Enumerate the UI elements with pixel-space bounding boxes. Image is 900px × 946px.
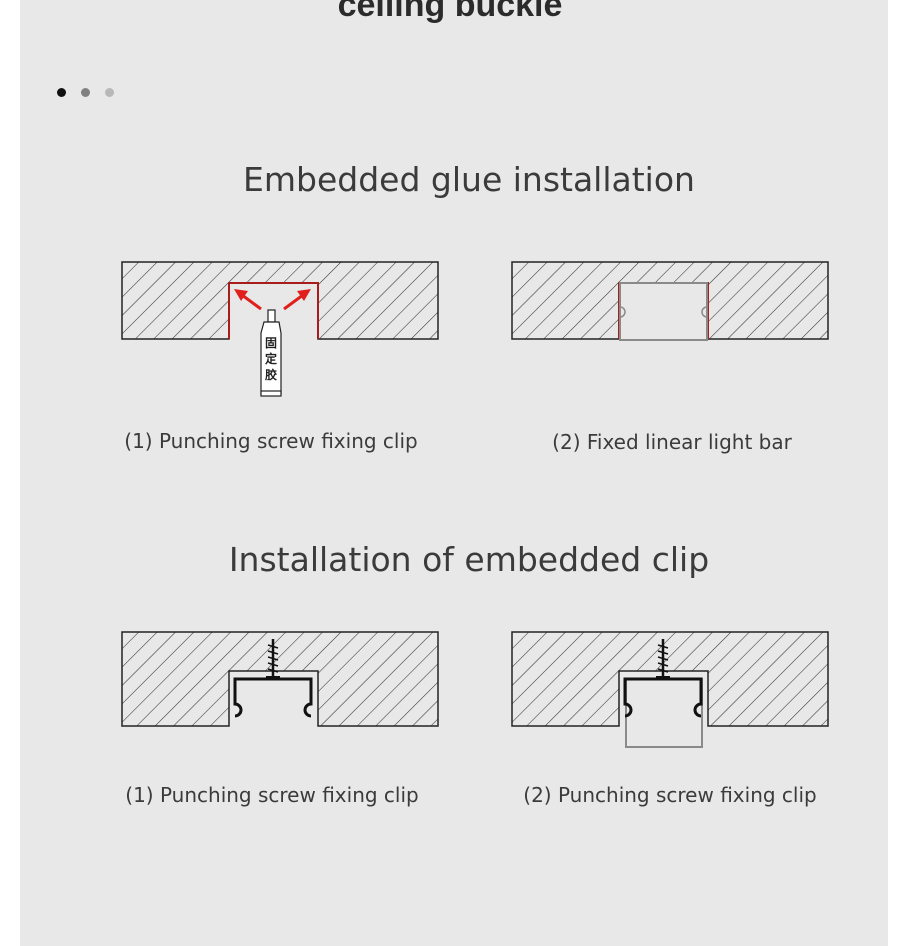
caption-clip-step-2: (2) Punching screw fixing clip xyxy=(523,783,817,807)
glue-tube-icon: 固 定 胶 xyxy=(260,309,282,397)
diagram-clip-step-1 xyxy=(121,631,439,727)
fixing-clip xyxy=(233,677,313,718)
linear-light-bar xyxy=(619,282,708,341)
carousel-dot-1[interactable] xyxy=(57,88,66,97)
carousel-indicators xyxy=(57,88,114,97)
caption-glue-step-2: (2) Fixed linear light bar xyxy=(552,430,792,454)
carousel-dot-3[interactable] xyxy=(105,88,114,97)
caption-glue-step-1: (1) Punching screw fixing clip xyxy=(124,429,418,453)
glue-label-char-2: 定 xyxy=(265,351,277,366)
groove-glue-outline xyxy=(228,282,319,339)
glue-arrow-left xyxy=(234,289,262,311)
page-title: ceiling buckle xyxy=(337,0,563,24)
caption-clip-step-1: (1) Punching screw fixing clip xyxy=(125,783,419,807)
glue-label-char-3: 胶 xyxy=(265,367,277,382)
carousel-dot-2[interactable] xyxy=(81,88,90,97)
bar-clip-left xyxy=(619,306,626,318)
section-title-clip: Installation of embedded clip xyxy=(228,540,710,579)
screw-icon xyxy=(266,639,280,680)
ceiling-cross-section xyxy=(121,631,439,727)
content-card xyxy=(20,0,888,946)
ceiling-cross-section xyxy=(511,631,829,727)
section-title-glue: Embedded glue installation xyxy=(243,160,695,199)
diagram-glue-step-1: 固 定 胶 xyxy=(121,261,439,397)
screw-icon xyxy=(656,639,670,680)
diagram-clip-step-2 xyxy=(511,631,829,748)
linear-light-bar xyxy=(625,678,703,748)
diagram-glue-step-2 xyxy=(511,261,829,341)
bar-clip-right xyxy=(701,306,708,318)
glue-arrow-right xyxy=(283,289,311,311)
glue-label-char-1: 固 xyxy=(265,336,277,350)
